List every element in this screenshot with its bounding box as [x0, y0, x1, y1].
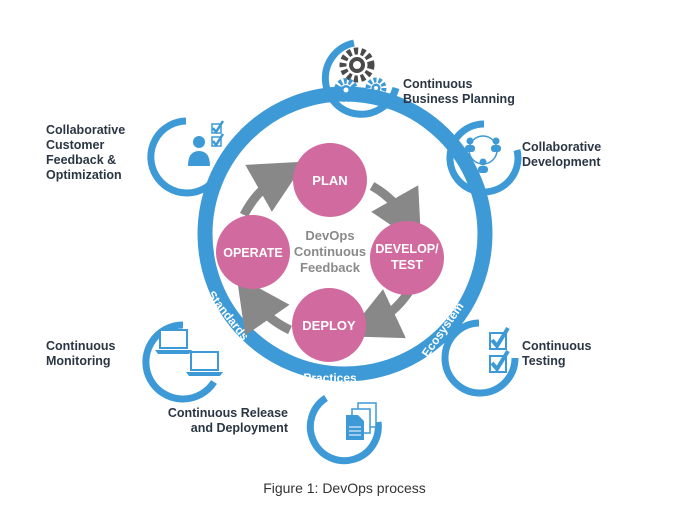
gears-icon [334, 47, 387, 102]
ring-release [306, 395, 382, 465]
stage-operate: OPERATE [216, 215, 290, 289]
svg-text:Continuous: Continuous [294, 244, 366, 259]
svg-text:DEPLOY: DEPLOY [302, 318, 356, 333]
stage-deploy: DEPLOY [292, 288, 366, 362]
label-testing: Continuous Testing [522, 339, 592, 368]
svg-text:TEST: TEST [391, 258, 423, 272]
stage-develop-test: DEVELOP/ TEST [370, 221, 444, 295]
arrow-plan-to-develop [369, 182, 422, 246]
customer-checklist-icon [188, 120, 225, 166]
svg-text:DevOps: DevOps [305, 228, 354, 243]
svg-text:OPERATE: OPERATE [223, 246, 283, 260]
ring-text-practices: Practices [303, 371, 357, 385]
ring-collab-development [446, 120, 522, 196]
svg-text:PLAN: PLAN [312, 173, 347, 188]
label-monitoring: Continuous Monitoring [46, 339, 116, 368]
team-icon [465, 135, 501, 173]
arrow-develop-to-deploy [345, 287, 414, 339]
stage-plan: PLAN [293, 143, 367, 217]
arrow-deploy-to-operate [236, 275, 293, 336]
arrow-operate-to-plan [239, 161, 306, 218]
ring-testing [441, 319, 519, 397]
label-feedback: Collaborative Customer Feedback & Optimi… [46, 123, 126, 182]
documents-icon [346, 402, 377, 440]
label-release: Continuous Release and Deployment [167, 406, 288, 435]
svg-text:DEVELOP/: DEVELOP/ [375, 242, 439, 256]
figure-caption: Figure 1: DevOps process [263, 480, 426, 496]
ring-business-planning [321, 39, 400, 118]
laptops-icon [155, 329, 223, 376]
ring-text-standards: Standards [205, 288, 252, 343]
ring-feedback [147, 117, 222, 197]
label-business-planning: Continuous Business Planning [403, 77, 515, 106]
label-collab-development: Collaborative Development [522, 140, 602, 169]
center-feedback-text: DevOps Continuous Feedback [294, 228, 366, 275]
checklist-icon [489, 326, 510, 373]
svg-text:Feedback: Feedback [300, 260, 361, 275]
